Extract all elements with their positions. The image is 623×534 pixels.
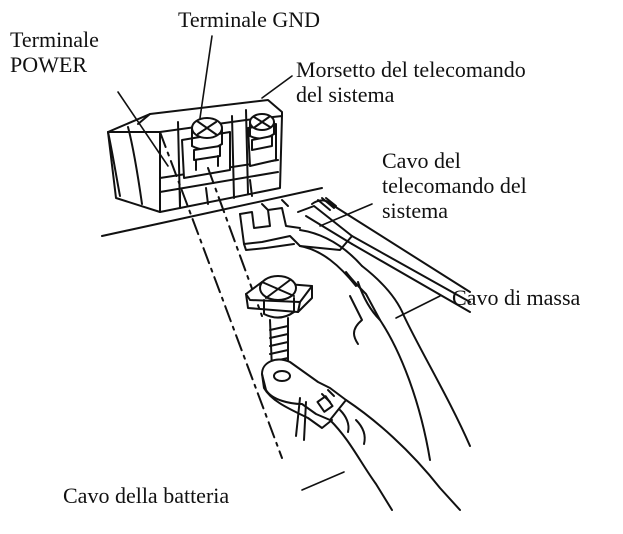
leader-ground-cable xyxy=(395,295,441,319)
leader-lines xyxy=(117,35,441,491)
battery-cable-wire xyxy=(329,399,461,511)
label-remote-cable: Cavo del telecomando del sistema xyxy=(382,148,527,223)
leader-power xyxy=(117,91,169,167)
ground-cable-wire xyxy=(299,229,471,461)
alignment-line-1 xyxy=(159,131,283,459)
remote-cable-wire xyxy=(305,197,471,313)
remote-screw xyxy=(249,113,275,151)
battery-ring-terminal xyxy=(261,358,347,441)
label-power-terminal: Terminale POWER xyxy=(10,27,99,77)
label-remote-cable-line1: Cavo del xyxy=(382,148,461,173)
label-remote-terminal-line1: Morsetto del telecomando xyxy=(296,57,526,82)
label-power-terminal-line2: POWER xyxy=(10,52,87,77)
reference-line xyxy=(101,187,323,237)
label-gnd-terminal: Terminale GND xyxy=(178,7,321,32)
gnd-screw xyxy=(191,117,223,171)
battery-screw xyxy=(245,275,313,371)
label-remote-terminal-line2: del sistema xyxy=(296,82,395,107)
label-remote-cable-line3: sistema xyxy=(382,198,448,223)
label-remote-terminal: Morsetto del telecomando del sistema xyxy=(296,57,526,107)
leader-remote-cable xyxy=(319,203,373,227)
leader-battery-cable xyxy=(301,471,345,491)
leader-gnd xyxy=(199,35,213,119)
label-power-terminal-line1: Terminale xyxy=(10,27,99,52)
leader-remote-terminal xyxy=(261,75,293,99)
label-battery-cable: Cavo della batteria xyxy=(63,483,230,508)
label-remote-cable-line2: telecomando del xyxy=(382,173,527,198)
label-ground-cable: Cavo di massa xyxy=(452,285,581,310)
